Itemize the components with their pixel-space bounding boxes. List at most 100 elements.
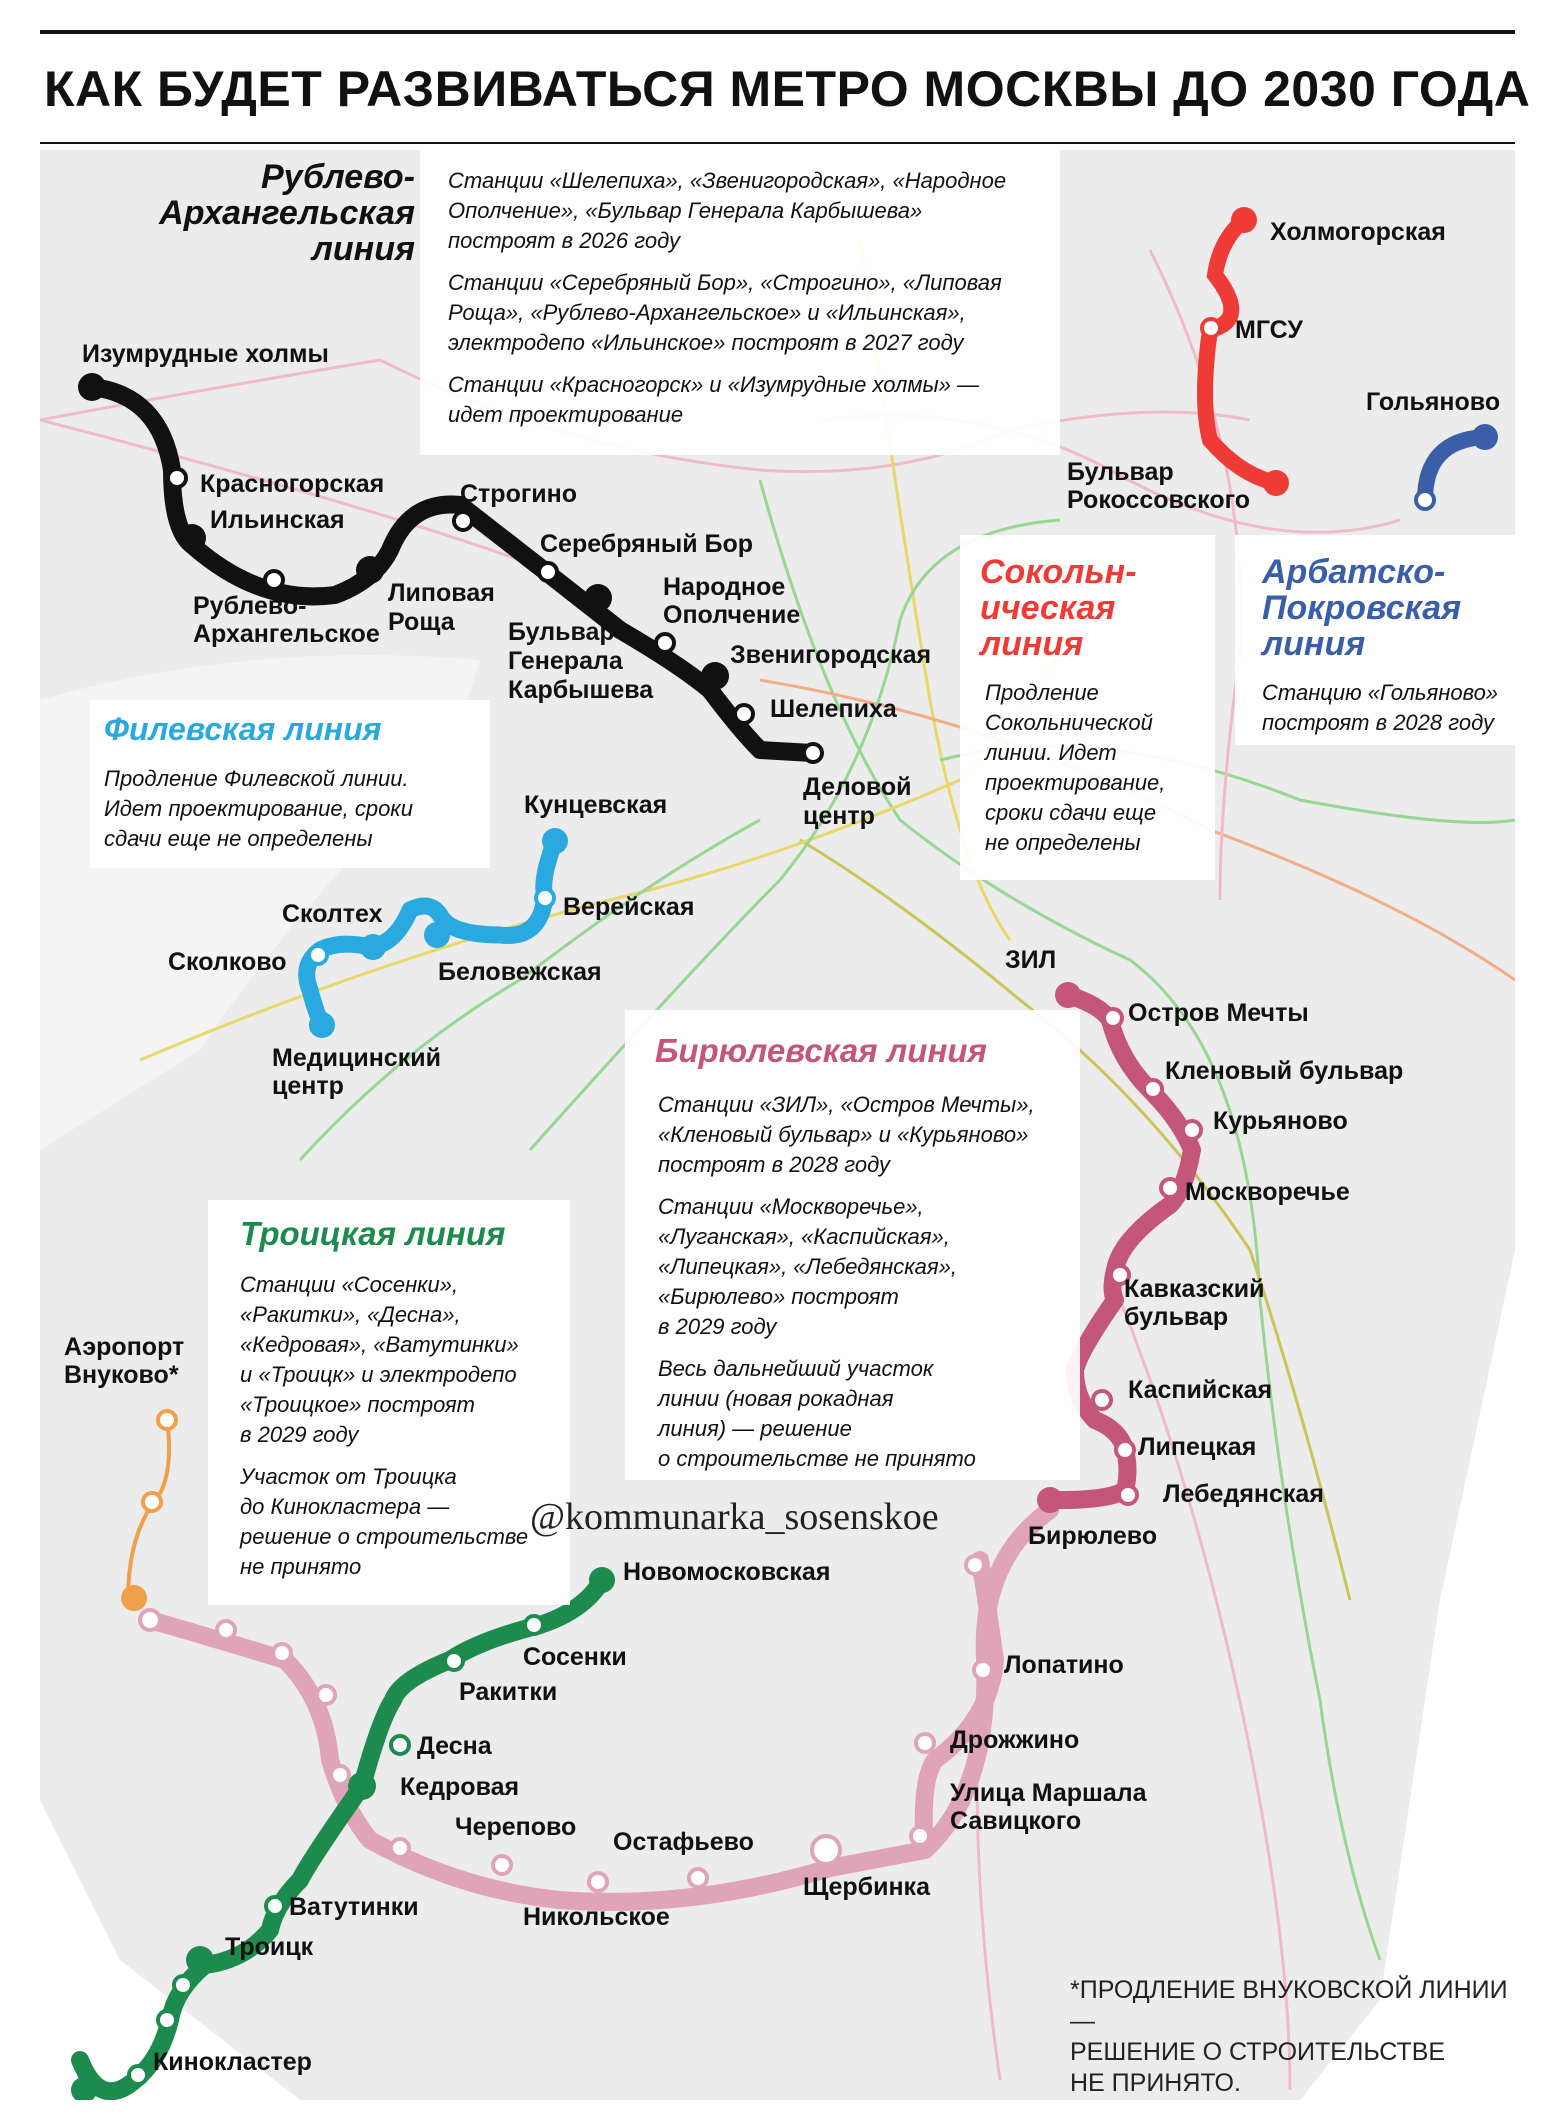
rublevo-text: идет проектирование — [448, 402, 683, 427]
biryulevskaya-info-box — [625, 1010, 1080, 1480]
troitskaya-text: «Ракитки», «Десна», — [240, 1302, 461, 1327]
biryulevskaya-text: линия) — решение — [656, 1416, 852, 1441]
station-label: Кавказский — [1124, 1275, 1265, 1303]
arbatsko-text: построят в 2028 году — [1262, 710, 1496, 735]
station-label: Ильинская — [210, 506, 345, 534]
troitskaya-text: «Кедровая», «Ватутинки» — [240, 1332, 519, 1357]
station-label: Кунцевская — [524, 791, 667, 819]
rublevo-text: Станции «Серебряный Бор», «Строгино», «Л… — [448, 270, 1002, 295]
station-label: Внуково* — [64, 1361, 179, 1389]
station-label: Черепово — [455, 1813, 576, 1841]
station-label: Липовая — [388, 579, 495, 607]
filevskaya-text: Идет проектирование, сроки — [104, 796, 413, 821]
sokolnicheskaya-text: Продление — [985, 680, 1099, 705]
station-label: Остров Мечты — [1128, 999, 1309, 1027]
biryulevskaya-stations — [1037, 982, 1203, 1513]
troitskaya-info-box — [208, 1200, 570, 1605]
rublevo-text: Станции «Шелепиха», «Звенигородская», «Н… — [448, 168, 1006, 193]
sokolnicheskaya-title-2: ическая — [980, 589, 1115, 627]
station-label: Каспийская — [1128, 1376, 1272, 1404]
biryulevskaya-text: Станции «Москворечье», — [658, 1194, 924, 1219]
station-label: Строгино — [460, 480, 577, 508]
station-label: Изумрудные холмы — [82, 340, 329, 368]
station-label: Деловой — [803, 773, 912, 801]
footnote: *ПРОДЛЕНИЕ ВНУКОВСКОЙ ЛИНИИ — РЕШЕНИЕ О … — [1070, 1975, 1510, 2099]
arbatsko-end-dot — [1414, 489, 1436, 511]
troitskaya-text: Участок от Троицка — [239, 1464, 457, 1489]
rublevo-text: построят в 2026 году — [448, 228, 682, 253]
arbatsko-title-3: линия — [1260, 625, 1365, 663]
station-label: Москворечье — [1185, 1178, 1350, 1206]
troitskaya-text: до Кинокластера — — [240, 1494, 450, 1519]
troitskaya-text: Станции «Сосенки», — [240, 1272, 458, 1297]
station-label: Новомосковская — [623, 1558, 830, 1586]
station-label: центр — [272, 1072, 344, 1100]
filevskaya-text: сдачи еще не определены — [104, 826, 373, 851]
footnote-line: РЕШЕНИЕ О СТРОИТЕЛЬСТВЕ — [1070, 2038, 1446, 2066]
station-label: Кинокластер — [153, 2048, 312, 2076]
station-label: Верейская — [563, 893, 694, 921]
filevskaya-info-box — [90, 700, 490, 868]
sokolnicheskaya-text: линии. Идет — [983, 740, 1117, 765]
rokossovskogo-dot — [1263, 470, 1289, 496]
station-label: Аэропорт — [64, 1333, 184, 1361]
station-label: Кленовый бульвар — [1165, 1057, 1403, 1085]
troitskaya-text: и «Троицк» и электродепо — [240, 1362, 517, 1387]
biryulevskaya-title: Бирюлевская линия — [655, 1032, 987, 1069]
station-label: Бульвар — [1067, 458, 1174, 486]
station-label: Народное — [663, 573, 785, 601]
sokolnicheskaya-text: сроки сдачи еще — [985, 800, 1156, 825]
sokolnicheskaya-info-box — [960, 535, 1215, 880]
rublevo-info: Рублево- Архангельская линия Станции «Ше… — [158, 158, 1006, 427]
station-label: Сосенки — [523, 1643, 627, 1671]
troitskaya-text: «Троицкое» построят — [240, 1392, 475, 1417]
footnote-line: НЕ ПРИНЯТО. — [1070, 2069, 1241, 2097]
station-label: Архангельское — [193, 620, 380, 648]
station-label: Липецкая — [1138, 1433, 1256, 1461]
biryulevskaya-text: построят в 2028 году — [658, 1152, 892, 1177]
sokolnicheskaya-info: Сокольн- ическая линия Продление Сокольн… — [978, 553, 1165, 855]
watermark: @kommunarka_sosenskoe — [530, 1496, 939, 1538]
rublevo-text: Ополчение», «Бульвар Генерала Карбышева» — [448, 198, 922, 223]
sokolnicheskaya-text: проектирование, — [985, 770, 1165, 795]
arbatsko-title-2: Покровская — [1262, 589, 1461, 627]
filevskaya-info: Филевская линия Продление Филевской лини… — [104, 711, 413, 851]
sokolnicheskaya-title-3: линия — [978, 625, 1083, 663]
rublevo-text: электродепо «Ильинское» построят в 2027 … — [448, 330, 966, 355]
station-label: Медицинский — [272, 1044, 441, 1072]
station-label: Звенигородская — [730, 641, 931, 669]
station-label: Лопатино — [1004, 1651, 1124, 1679]
station-label: Троицк — [225, 1933, 314, 1961]
page-title: КАК БУДЕТ РАЗВИВАТЬСЯ МЕТРО МОСКВЫ ДО 20… — [44, 61, 1531, 117]
station-label: МГСУ — [1235, 316, 1303, 344]
station-label: Шелепиха — [770, 695, 898, 723]
golyanovo-dot — [1472, 424, 1498, 450]
station-label: Курьяново — [1213, 1107, 1348, 1135]
filevskaya-text: Продление Филевской линии. — [104, 766, 409, 791]
mgsu-dot — [1200, 317, 1222, 339]
station-label: Сколтех — [282, 900, 383, 928]
station-label: Генерала — [508, 647, 624, 675]
troitskaya-text: в 2029 году — [240, 1422, 360, 1447]
station-label: Улица Маршала — [950, 1779, 1148, 1807]
station-label: Карбышева — [508, 676, 654, 704]
biryulevskaya-text: «Луганская», «Каспийская», — [658, 1224, 950, 1249]
biryulevskaya-text: Весь дальнейший участок — [658, 1356, 935, 1381]
troitskaya-text: не принято — [240, 1554, 361, 1579]
rublevo-info-box — [420, 150, 1060, 455]
troitskaya-line — [71, 1571, 611, 2100]
station-label: Ракитки — [459, 1678, 557, 1706]
arbatsko-title-1: Арбатско- — [1261, 553, 1445, 591]
station-label: Холмогорская — [1270, 218, 1446, 246]
station-label: Серебряный Бор — [540, 530, 753, 558]
station-label: Дрожжино — [950, 1726, 1079, 1754]
station-label: Бульвар — [508, 618, 615, 646]
station-label: Ватутинки — [289, 1893, 419, 1921]
station-label: Бирюлево — [1028, 1522, 1157, 1550]
biryulevskaya-text: о строительстве не принято — [658, 1446, 976, 1471]
footnote-line: *ПРОДЛЕНИЕ ВНУКОВСКОЙ ЛИНИИ — — [1070, 1976, 1508, 2035]
filevskaya-line — [298, 832, 564, 1034]
biryulevskaya-text: «Кленовый бульвар» и «Курьяново» — [658, 1122, 1028, 1147]
station-label: Щербинка — [803, 1873, 931, 1901]
station-label: ЗИЛ — [1005, 946, 1056, 974]
